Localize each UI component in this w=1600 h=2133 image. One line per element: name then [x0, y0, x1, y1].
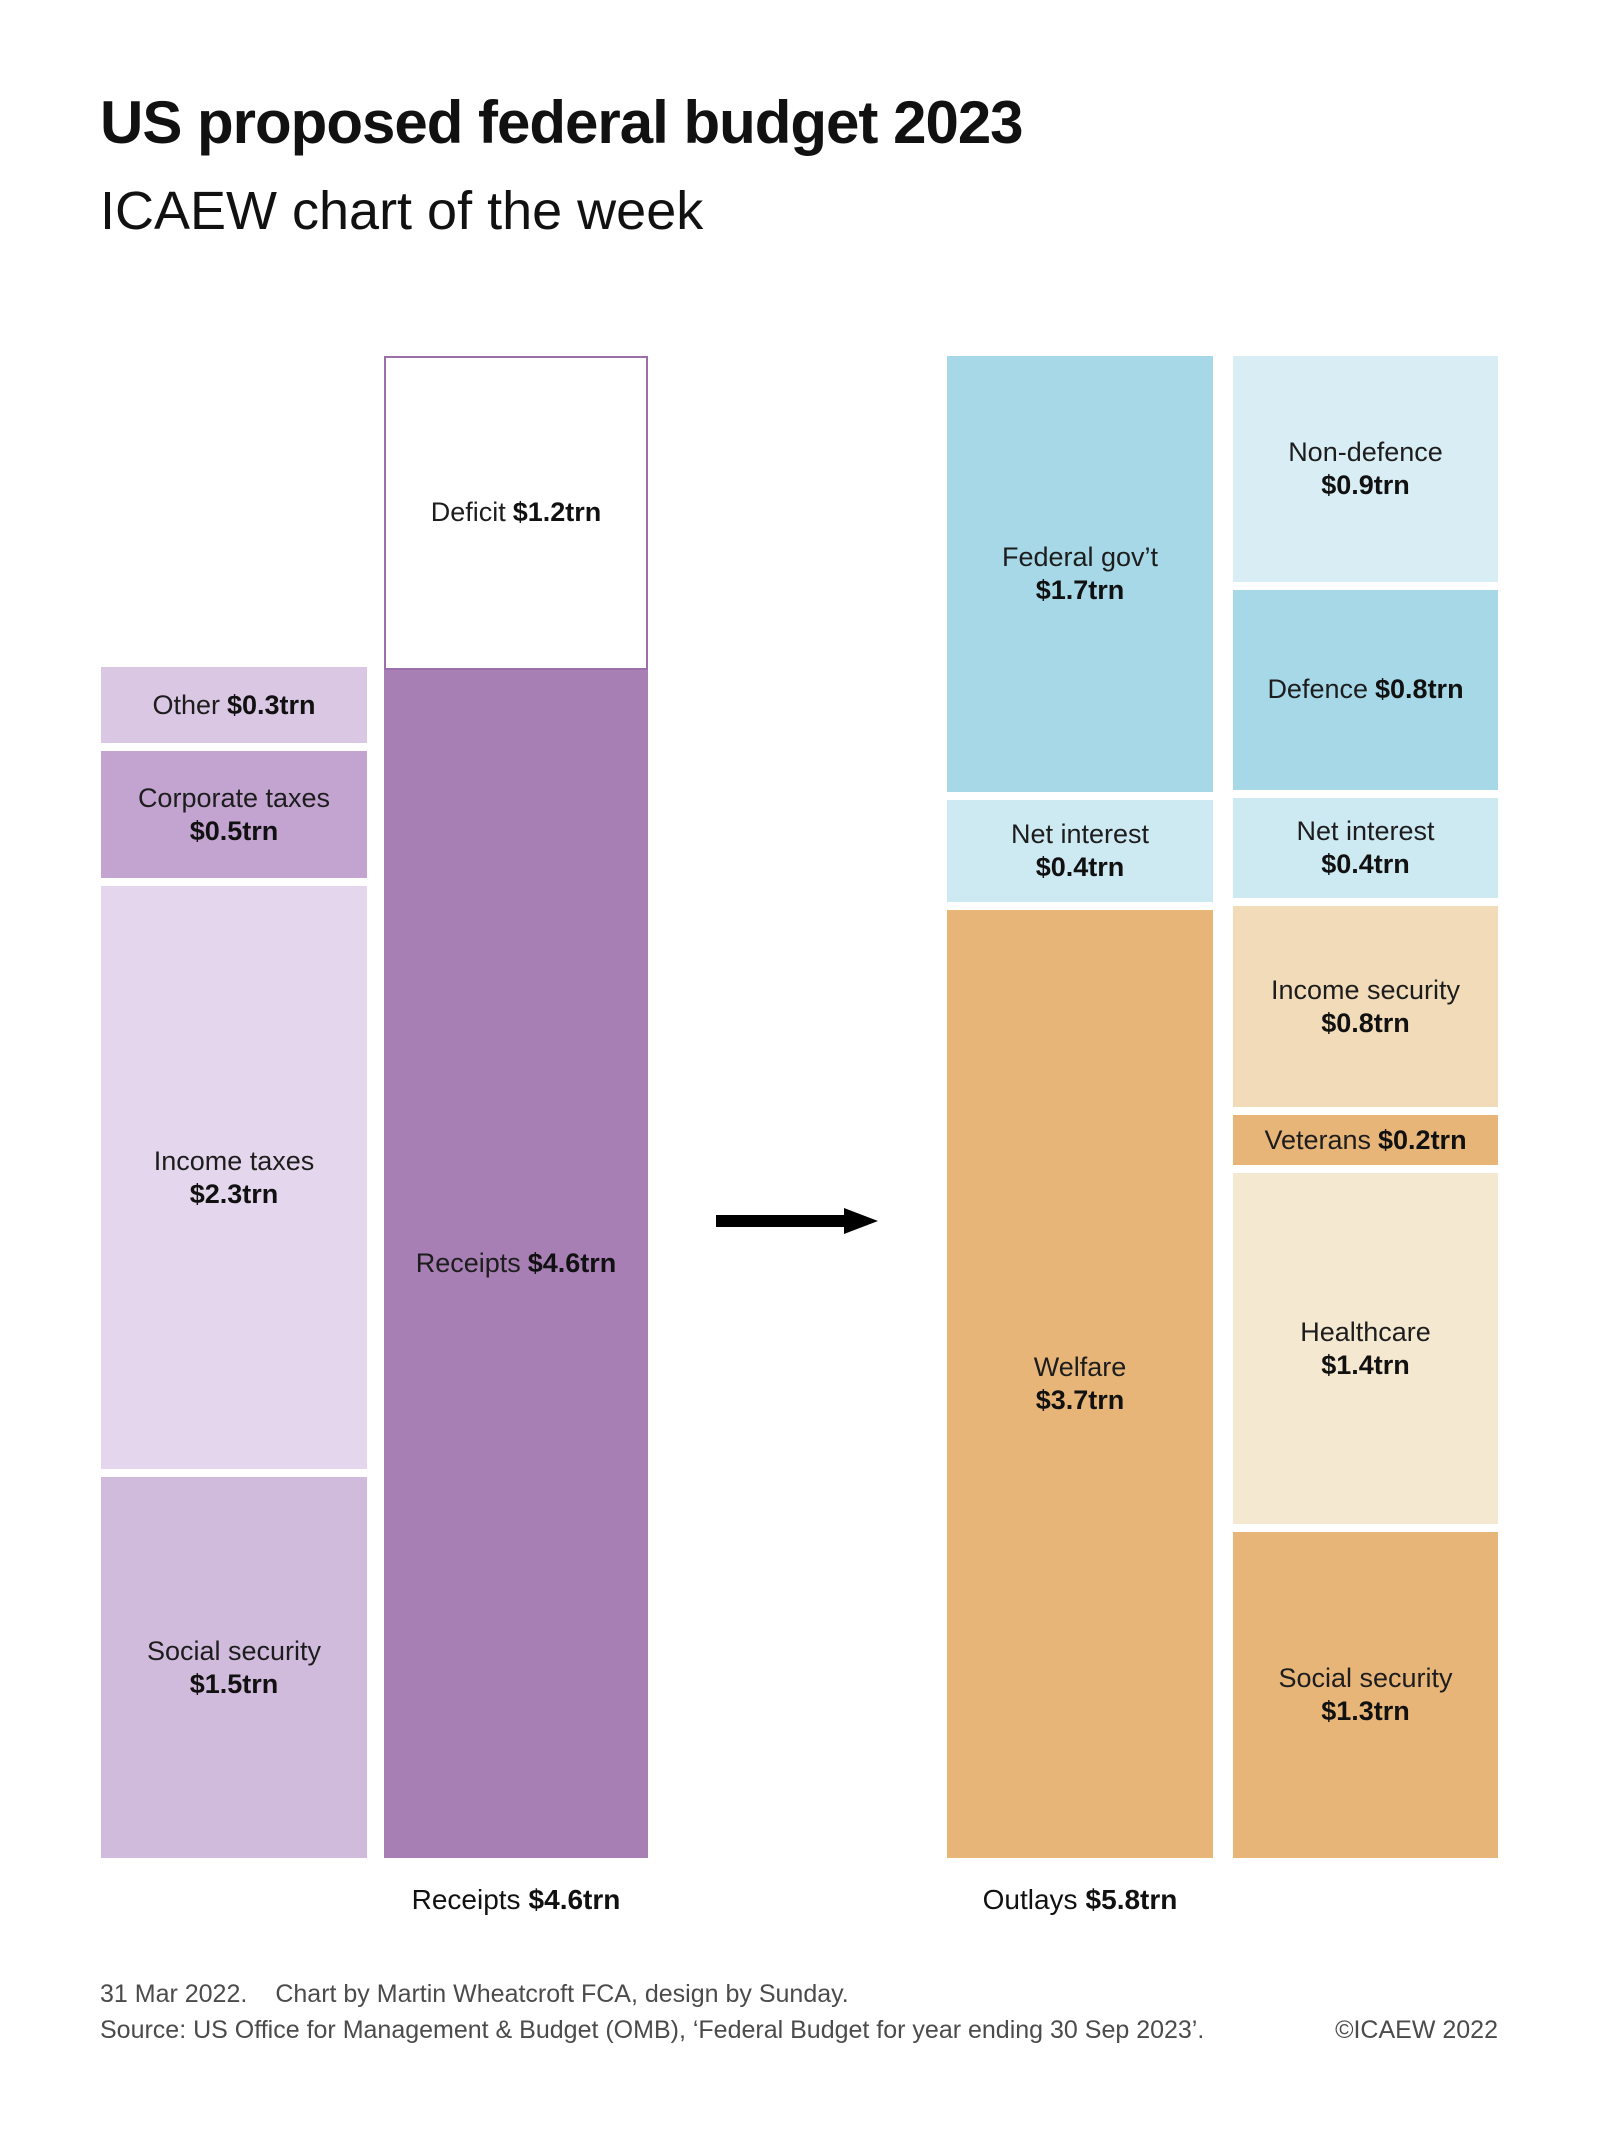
footer-credit-line: 31 Mar 2022. Chart by Martin Wheatcroft F… [100, 1980, 849, 2009]
segment-name: Social security [1278, 1663, 1453, 1694]
segment-corporate-taxes: Corporate taxes$0.5trn [101, 751, 367, 878]
segment-value: $1.3trn [1321, 1696, 1410, 1727]
segment-label: Deficit$1.2trn [431, 496, 602, 529]
segment-name: Healthcare [1300, 1316, 1431, 1347]
segment-label: Income taxes$2.3trn [154, 1145, 315, 1211]
segment-label: Corporate taxes$0.5trn [138, 782, 330, 848]
segment-label: Net interest$0.4trn [1011, 818, 1149, 884]
segment-social-security-outlays: Social security$1.3trn [1233, 1532, 1498, 1858]
segment-value: $3.7trn [1035, 1385, 1125, 1416]
segment-name: Deficit [430, 497, 506, 528]
segment-label: Federal gov’t$1.7trn [1002, 541, 1158, 607]
axis-label-outlays: Outlays$5.8trn [947, 1884, 1213, 1916]
arrow-shaft [716, 1215, 848, 1227]
segment-value: $0.3trn [226, 689, 316, 720]
segment-non-defence: Non-defence$0.9trn [1233, 356, 1498, 582]
segment-label: Defence$0.8trn [1267, 673, 1463, 706]
segment-receipts: Receipts$4.6trn [384, 669, 648, 1858]
segment-value: $2.3trn [189, 1178, 279, 1209]
segment-net-interest-breakdown: Net interest$0.4trn [1233, 798, 1498, 899]
footer-date: 31 Mar 2022. [100, 1980, 248, 2008]
column-receipts-breakdown: Other$0.3trn Corporate taxes$0.5trn Inco… [101, 667, 367, 1858]
segment-other: Other$0.3trn [101, 667, 367, 744]
segment-name: Other [152, 689, 220, 720]
page-title: US proposed federal budget 2023 [100, 89, 1024, 156]
segment-value: $1.5trn [189, 1668, 279, 1699]
axis-value: $4.6trn [528, 1884, 621, 1915]
segment-name: Defence [1267, 674, 1369, 705]
segment-income-security: Income security$0.8trn [1233, 906, 1498, 1107]
segment-label: Receipts$4.6trn [416, 1247, 617, 1280]
segment-deficit: Deficit$1.2trn [384, 356, 648, 670]
footer-source-line: Source: US Office for Management & Budge… [100, 2016, 1205, 2044]
segment-name: Receipts [415, 1248, 521, 1279]
column-outlays-breakdown: Non-defence$0.9trn Defence$0.8trn Net in… [1233, 356, 1498, 1858]
segment-name: Net interest [1296, 816, 1435, 847]
footer-copyright: ©ICAEW 2022 [1335, 2016, 1498, 2044]
segment-label: Other$0.3trn [152, 689, 315, 722]
segment-welfare: Welfare$3.7trn [947, 910, 1213, 1858]
segment-name: Corporate taxes [137, 782, 331, 813]
axis-value: $5.8trn [1085, 1884, 1178, 1915]
segment-value: $0.8trn [1375, 674, 1464, 705]
segment-income-taxes: Income taxes$2.3trn [101, 885, 367, 1470]
axis-name: Receipts [411, 1884, 521, 1915]
segment-value: $1.2trn [512, 497, 602, 528]
segment-social-security-receipts: Social security$1.5trn [101, 1477, 367, 1858]
segment-name: Federal gov’t [1001, 541, 1159, 572]
segment-net-interest-outlays: Net interest$0.4trn [947, 799, 1213, 903]
axis-name: Outlays [982, 1884, 1078, 1915]
segment-defence: Defence$0.8trn [1233, 589, 1498, 791]
segment-value: $0.5trn [189, 815, 279, 846]
segment-label: Welfare$3.7trn [1034, 1351, 1127, 1417]
segment-value: $4.6trn [527, 1248, 617, 1279]
axis-label-receipts: Receipts$4.6trn [384, 1884, 648, 1916]
segment-federal-govt: Federal gov’t$1.7trn [947, 356, 1213, 792]
page-subtitle: ICAEW chart of the week [100, 181, 704, 241]
column-receipts-total: Deficit$1.2trn Receipts$4.6trn [384, 356, 648, 1858]
segment-name: Welfare [1033, 1352, 1127, 1383]
segment-label: Income security$0.8trn [1271, 974, 1460, 1040]
segment-value: $0.4trn [1321, 849, 1410, 880]
column-outlays-main: Federal gov’t$1.7trn Net interest$0.4trn… [947, 356, 1213, 1858]
segment-name: Net interest [1010, 818, 1150, 849]
segment-value: $1.4trn [1321, 1349, 1410, 1380]
segment-name: Veterans [1264, 1124, 1372, 1155]
segment-value: $1.7trn [1035, 574, 1125, 605]
segment-value: $0.9trn [1321, 469, 1410, 500]
segment-name: Income taxes [153, 1145, 315, 1176]
segment-value: $0.2trn [1378, 1124, 1467, 1155]
segment-value: $0.8trn [1321, 1007, 1410, 1038]
segment-label: Healthcare$1.4trn [1300, 1316, 1431, 1382]
segment-label: Non-defence$0.9trn [1288, 436, 1443, 502]
segment-label: Net interest$0.4trn [1296, 815, 1434, 881]
segment-label: Social security$1.5trn [147, 1635, 321, 1701]
segment-name: Social security [146, 1635, 322, 1666]
footer-credit: Chart by Martin Wheatcroft FCA, design b… [275, 1980, 849, 2008]
segment-veterans: Veterans$0.2trn [1233, 1115, 1498, 1166]
segment-name: Income security [1270, 974, 1461, 1005]
segment-name: Non-defence [1288, 436, 1443, 467]
segment-label: Veterans$0.2trn [1264, 1124, 1466, 1157]
segment-healthcare: Healthcare$1.4trn [1233, 1173, 1498, 1525]
segment-value: $0.4trn [1035, 851, 1125, 882]
segment-label: Social security$1.3trn [1278, 1662, 1452, 1728]
arrow-head [844, 1208, 878, 1234]
flow-arrow [716, 1208, 878, 1234]
